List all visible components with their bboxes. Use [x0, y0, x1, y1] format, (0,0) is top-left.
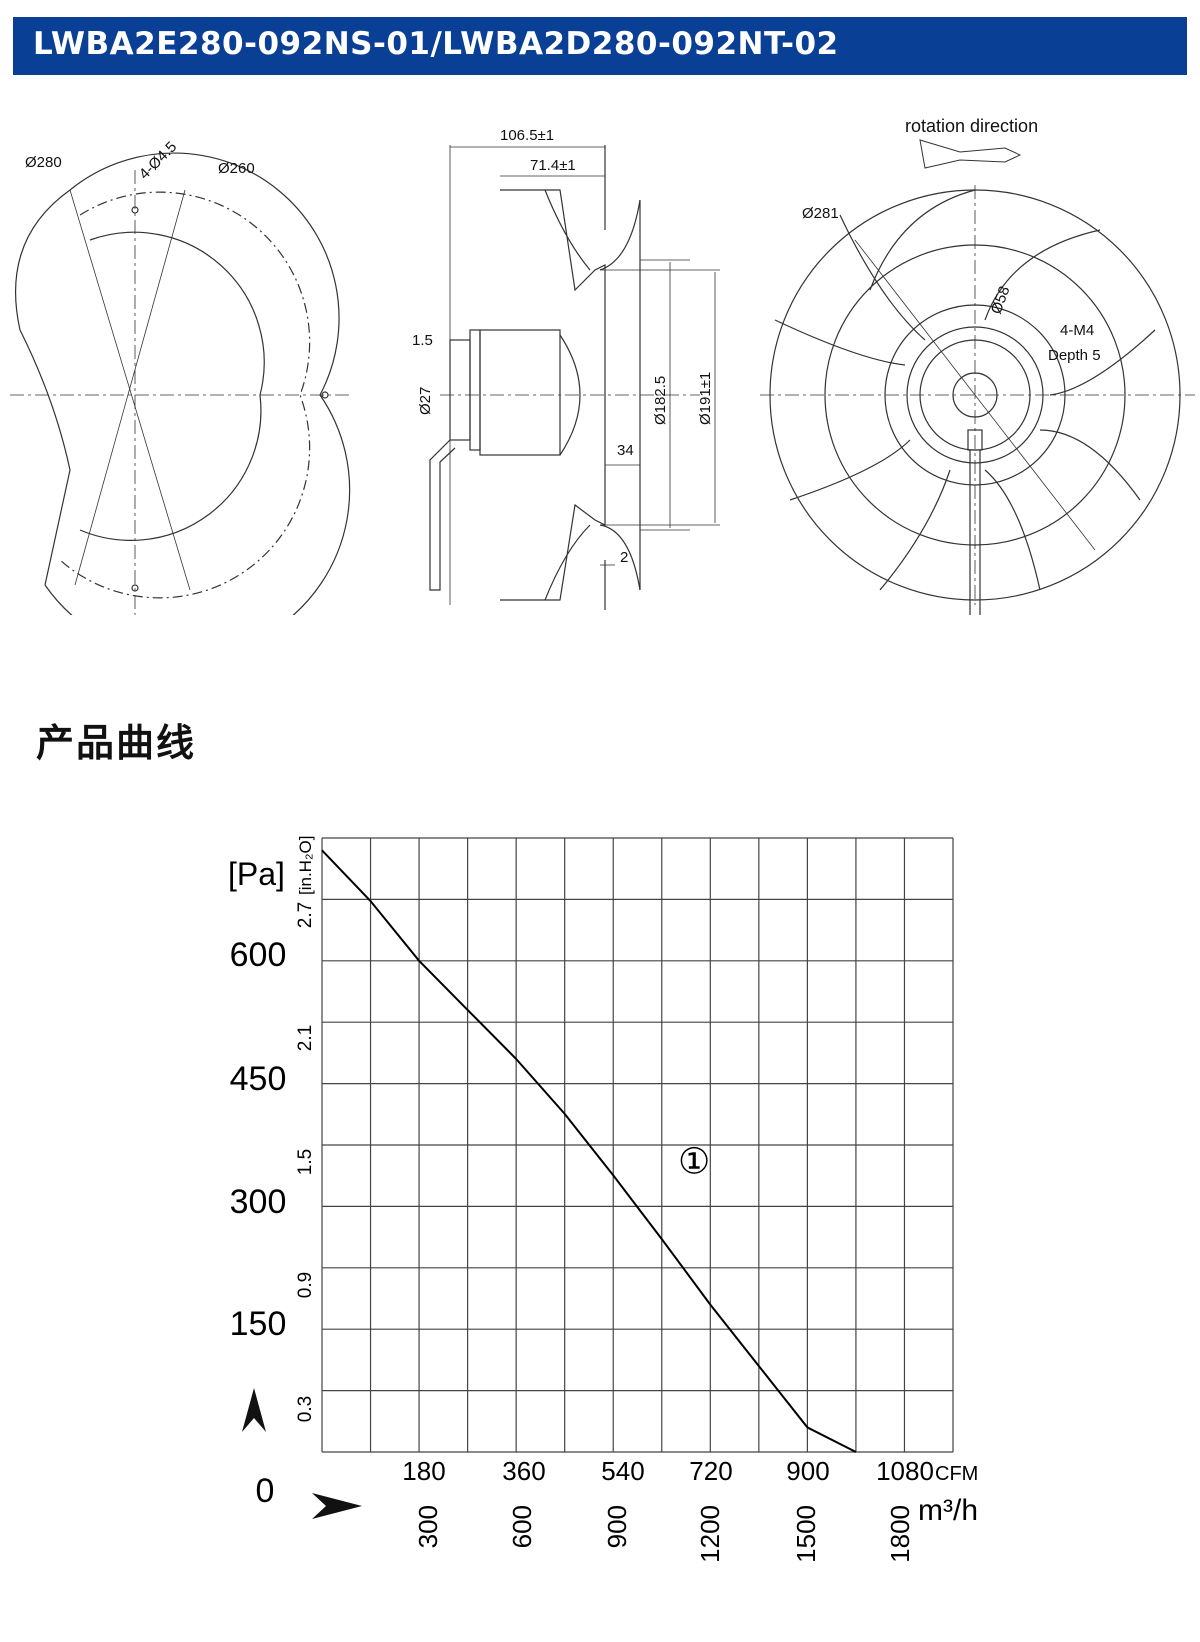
x-tick-cfm-540: 540: [601, 1456, 644, 1486]
dim-holes: 4-Ø4.5: [136, 138, 180, 182]
y-tick-pa-450: 450: [230, 1060, 287, 1098]
y-tick-in-2.7: 2.7: [295, 902, 316, 928]
dim-d281: Ø281: [802, 205, 839, 222]
y-tick-pa-150: 150: [230, 1305, 287, 1343]
dim-width-inner: 71.4±1: [530, 157, 576, 174]
section-title: 产品曲线: [36, 721, 197, 765]
dim-depth: Depth 5: [1048, 347, 1101, 364]
dim-d191: Ø191±1: [697, 372, 714, 425]
y-arrow-icon: [242, 1388, 266, 1432]
x-tick-cfm-1080: 1080: [876, 1456, 934, 1486]
dim-flange: 1.5: [412, 332, 433, 349]
x-tick-m3h-600: 600: [507, 1505, 537, 1548]
y-tick-pa-600: 600: [230, 936, 287, 974]
side-view-drawing: [429, 145, 720, 610]
x-unit-cfm: CFM: [935, 1463, 978, 1485]
x-tick-cfm-180: 180: [402, 1456, 445, 1486]
dim-gap2: 2: [620, 549, 628, 566]
dim-d260: Ø260: [218, 160, 255, 177]
y-tick-in-1.5: 1.5: [295, 1149, 316, 1175]
x-tick-m3h-1200: 1200: [695, 1505, 725, 1563]
x-tick-m3h-900: 900: [602, 1505, 632, 1548]
dim-d1825: Ø182.5: [652, 376, 669, 425]
technical-drawings: Ø280 4-Ø4.5 Ø260 106.5±1 71.4±1 1.5 Ø27 …: [10, 116, 1195, 615]
page-title: LWBA2E280-092NS-01/LWBA2D280-092NT-02: [33, 26, 839, 62]
rear-view-drawing: [760, 139, 1195, 615]
dim-thread: 4-M4: [1060, 322, 1094, 339]
x-tick-cfm-360: 360: [502, 1456, 545, 1486]
x-tick-cfm-720: 720: [689, 1456, 732, 1486]
x-tick-m3h-1800: 1800: [885, 1505, 915, 1563]
y-unit-pa: [Pa]: [228, 856, 285, 892]
x-tick-m3h-1500: 1500: [791, 1505, 821, 1563]
dim-width-total: 106.5±1: [500, 127, 554, 144]
dim-d280: Ø280: [25, 154, 62, 171]
y-tick-pa-300: 300: [230, 1183, 287, 1221]
chart-curve-layer: ①: [321, 849, 857, 1453]
x-unit-m3h: m³/h: [918, 1494, 978, 1527]
header-bar: LWBA2E280-092NS-01/LWBA2D280-092NT-02: [13, 17, 1187, 75]
y-tick-in-2.1: 2.1: [295, 1025, 316, 1051]
y-tick-pa-0: 0: [256, 1472, 275, 1510]
rotation-label: rotation direction: [905, 116, 1038, 136]
y-tick-in-0.9: 0.9: [295, 1272, 316, 1298]
dim-shaft: Ø27: [417, 387, 434, 415]
x-tick-cfm-900: 900: [786, 1456, 829, 1486]
y-unit-inh2o: [in.H₂O]: [296, 836, 315, 896]
dim-gap34: 34: [617, 442, 634, 459]
x-arrow-icon: [312, 1493, 362, 1519]
x-tick-m3h-300: 300: [413, 1505, 443, 1548]
chart-grid: [321, 837, 954, 1453]
front-view-drawing: [10, 152, 351, 615]
y-tick-in-0.3: 0.3: [295, 1396, 316, 1422]
series-label-1: ①: [678, 1141, 710, 1182]
series-line-1: [321, 849, 857, 1453]
